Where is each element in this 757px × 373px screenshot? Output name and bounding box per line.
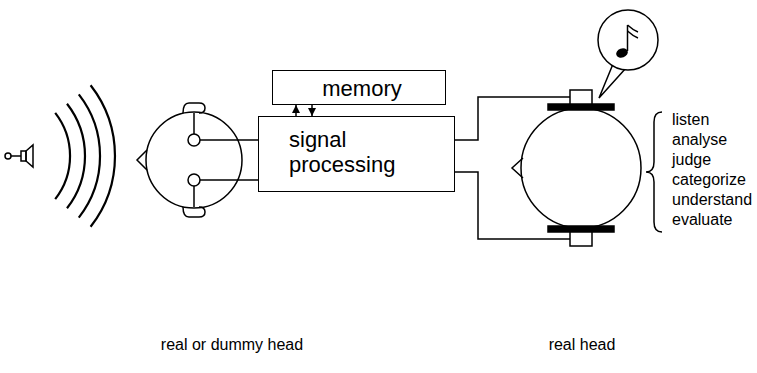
list-item: understand: [672, 190, 752, 210]
sound-wave: [67, 104, 85, 209]
signal-wire: [200, 139, 258, 141]
speech-bubble: [598, 10, 658, 70]
list-item: judge: [672, 150, 711, 170]
box-label: memory: [322, 76, 401, 101]
microphone: [188, 174, 200, 186]
speaker-cone: [26, 145, 33, 167]
process-box: signal processing: [258, 116, 455, 192]
data-flow-arrow: [311, 105, 313, 116]
data-flow-arrow: [295, 105, 297, 116]
real-head: [521, 108, 641, 228]
process-box: memory: [272, 70, 446, 105]
head-nose: [512, 158, 523, 178]
figure-caption: real or dummy head: [161, 335, 303, 355]
list-item: analyse: [672, 130, 727, 150]
signal-wire: [200, 179, 258, 181]
list-item: listen: [672, 110, 709, 130]
headphone-cup: [570, 232, 592, 246]
sound-wave: [55, 113, 70, 199]
speaker-terminal: [5, 153, 11, 159]
note-stem: [627, 25, 629, 51]
ear: [183, 103, 205, 113]
box-label: signal processing: [289, 127, 419, 178]
list-item: categorize: [672, 170, 746, 190]
microphone-stem: [193, 113, 195, 134]
ear: [183, 207, 205, 217]
figure-caption: real head: [549, 335, 616, 355]
list-item: evaluate: [672, 210, 733, 230]
microphone-stem: [193, 186, 195, 207]
headphone-cup: [570, 90, 592, 104]
note-flag: [628, 31, 639, 38]
dummy-head: [146, 112, 242, 208]
speaker-lead: [11, 155, 21, 157]
sound-waves: [55, 85, 115, 227]
sound-wave: [91, 85, 115, 227]
note-flag: [628, 25, 639, 32]
curly-brace: [646, 112, 662, 232]
sound-wave: [79, 94, 100, 217]
microphone: [188, 134, 200, 146]
head-nose: [137, 150, 147, 170]
music-note: [615, 25, 638, 59]
headphone-pad: [548, 104, 614, 110]
headphone-pad: [548, 226, 614, 232]
